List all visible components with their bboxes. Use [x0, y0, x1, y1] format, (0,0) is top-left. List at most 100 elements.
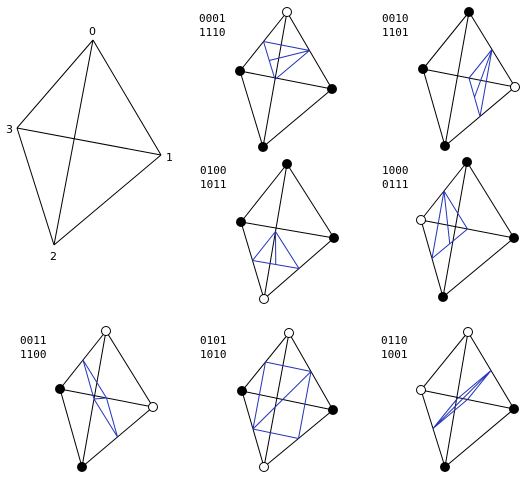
section-edge [93, 398, 118, 438]
section-edge [275, 231, 300, 269]
case-code: 0100 [200, 164, 227, 177]
case-code: 0010 [382, 12, 409, 25]
section-diagonal [93, 397, 107, 400]
vertex-label-1: 1 [166, 151, 173, 164]
case-code: 0001 [199, 12, 226, 25]
section-diagonal [432, 370, 492, 429]
case-complement: 1101 [382, 26, 409, 39]
open-vertex [148, 402, 158, 412]
open-vertex [416, 215, 426, 225]
ref-edge-3-0 [16, 39, 94, 129]
section-edge [298, 371, 312, 439]
ref-edge-2-3 [16, 127, 55, 246]
section-edge [468, 49, 493, 79]
case-code: 0011 [20, 334, 47, 347]
case-complement: 1010 [200, 348, 227, 361]
ref-edge-0-2 [53, 39, 94, 246]
ref-edge-1-3 [16, 127, 162, 156]
tetra-edge-1-3 [240, 221, 335, 239]
section-edge [456, 370, 492, 400]
filled-vertex [235, 66, 245, 76]
filled-vertex [329, 233, 339, 243]
open-vertex [259, 294, 269, 304]
tetra-edge-3-0 [422, 11, 470, 70]
tetra-edge-3-0 [420, 331, 469, 391]
filled-vertex [438, 292, 448, 302]
open-vertex [284, 328, 294, 338]
tetra-edge-0-2 [442, 161, 468, 298]
filled-vertex [440, 462, 450, 472]
section-edge [82, 359, 95, 400]
tetra-edge-0-2 [263, 332, 290, 468]
filled-vertex [440, 141, 450, 151]
case-code: 0101 [200, 334, 227, 347]
filled-vertex [77, 462, 87, 472]
filled-vertex [464, 7, 474, 17]
section-diagonal [474, 49, 493, 98]
section-diagonal [252, 371, 312, 430]
filled-vertex [327, 84, 337, 94]
case-code: 1000 [382, 164, 409, 177]
reference-tetrahedron: 0 1 2 3 [6, 25, 173, 263]
filled-vertex [258, 142, 268, 152]
section-diagonal [443, 190, 451, 244]
open-vertex [510, 82, 520, 92]
case-code: 0110 [381, 334, 408, 347]
case-complement: 1011 [200, 178, 227, 191]
section-edge [432, 399, 457, 429]
tetra-edge-1-3 [241, 390, 334, 411]
filled-vertex [236, 217, 246, 227]
vertex-label-3: 3 [6, 123, 13, 136]
open-vertex [101, 326, 111, 336]
case-panels: 0001111000101101010010111000011100111100… [20, 7, 520, 472]
case-complement: 0111 [382, 178, 409, 191]
tetra-edge-0-1 [105, 330, 154, 408]
filled-vertex [55, 384, 65, 394]
filled-vertex [328, 405, 338, 415]
case-complement: 1110 [199, 26, 226, 39]
section-edge [106, 397, 118, 438]
filled-vertex [509, 404, 519, 414]
tetra-edge-1-2 [442, 237, 515, 298]
tetra-edge-2-3 [239, 70, 264, 148]
tetra-edge-2-3 [422, 68, 446, 147]
section-edge [252, 361, 266, 430]
open-vertex [463, 327, 473, 337]
filled-vertex [418, 64, 428, 74]
open-vertex [259, 462, 269, 472]
section-edge [263, 41, 310, 51]
section-edge [431, 190, 445, 259]
tetra-edge-1-2 [262, 88, 333, 148]
section-edge [82, 359, 107, 399]
filled-vertex [282, 159, 292, 169]
section-edge [479, 49, 493, 117]
section-edge [252, 428, 299, 439]
tetra-edge-1-2 [444, 408, 515, 468]
section-diagonal [269, 50, 310, 61]
section-edge [265, 361, 312, 372]
tetra-edge-1-3 [239, 70, 333, 90]
section-edge [252, 231, 276, 261]
vertex-label-2: 2 [50, 250, 57, 263]
case-complement: 1001 [381, 348, 408, 361]
open-vertex [416, 385, 426, 395]
tetra-edge-2-3 [59, 388, 83, 468]
section-edge [467, 370, 492, 400]
open-vertex [282, 7, 292, 17]
ref-edge-1-2 [53, 154, 162, 246]
section-edge [443, 190, 468, 230]
section-edge [274, 50, 310, 80]
tetra-edge-0-2 [444, 11, 470, 147]
vertex-label-0: 0 [89, 25, 96, 38]
tetra-edge-0-1 [286, 163, 335, 239]
section-edge [432, 399, 468, 429]
case-complement: 1100 [20, 348, 47, 361]
filled-vertex [462, 157, 472, 167]
